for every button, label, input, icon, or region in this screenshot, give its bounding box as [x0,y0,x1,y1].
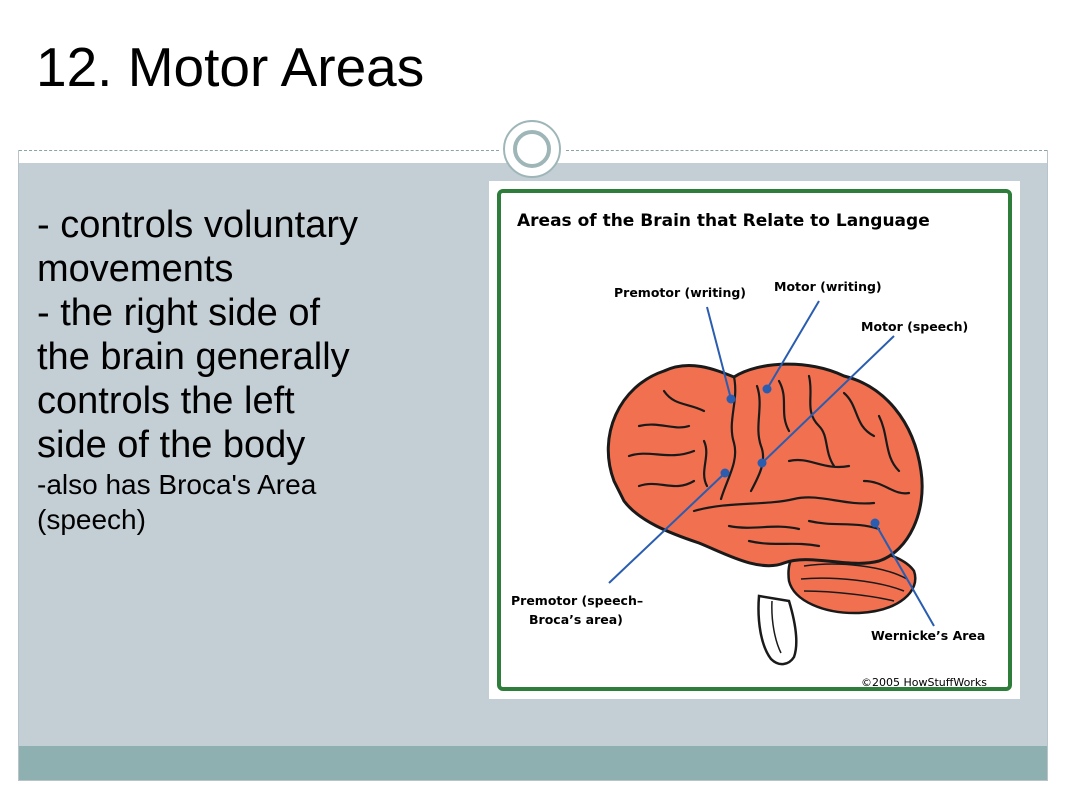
pointer-lines [608,300,935,627]
circle-ornament-inner [513,130,551,168]
body-line: movements [37,248,234,290]
figure-title: Areas of the Brain that Relate to Langua… [517,211,930,231]
label-brocas-area: Broca’s area) [529,612,623,627]
cerebellum-fold [800,577,905,592]
fold [727,524,801,531]
body-line-small: (speech) [37,504,146,535]
fold [877,414,901,473]
fold [637,423,691,429]
body-line: the brain generally [37,336,350,378]
body-line: controls the left [37,380,295,422]
figure-credit: ©2005 HowStuffWorks [861,676,987,689]
body-text: - controls voluntary movements - the rig… [37,203,477,537]
body-line: side of the body [37,424,306,466]
cerebellum-fold [803,563,908,580]
fold [749,384,765,493]
body-line: - controls voluntary [37,204,359,246]
pointer-motor-writing [766,300,820,390]
divider-left [19,150,499,151]
fold [777,379,791,433]
brain-diagram: Areas of the Brain that Relate to Langua… [497,189,1012,691]
pointer-premotor-writing [706,306,732,400]
brain-stem-line [771,600,782,654]
fold [747,539,821,548]
fold [662,389,706,413]
label-motor-writing: Motor (writing) [774,279,882,294]
circle-ornament-icon [503,120,561,178]
divider-right [566,150,1047,151]
pointer-broca [608,472,726,584]
pointer-motor-speech [761,335,895,464]
pointer-dot [757,458,767,468]
fold [787,458,851,469]
brain-stem [757,594,798,666]
label-motor-speech: Motor (speech) [861,319,968,334]
fold [637,479,696,488]
footer-bar [19,746,1047,780]
pointer-dot [720,468,730,478]
central-sulcus [719,375,737,501]
pointer-dot [762,384,772,394]
slide-title: 12. Motor Areas [36,36,425,98]
fold [807,374,836,468]
brain-figure: Areas of the Brain that Relate to Langua… [489,181,1020,699]
pointer-dot [726,394,736,404]
pointer-dot [870,518,880,528]
label-premotor-writing: Premotor (writing) [614,285,746,300]
fold [702,439,709,488]
fold [842,391,876,438]
fold [862,479,911,495]
pointer-wernicke [874,522,935,627]
brain-folds [627,374,911,548]
cerebellum-fold [803,590,895,602]
body-line: - the right side of [37,292,321,334]
label-wernicke: Wernicke’s Area [871,628,985,643]
lateral-sulcus [692,496,876,513]
body-line-small: -also has Broca's Area [37,469,317,500]
fold [807,519,881,531]
label-premotor-speech: Premotor (speech– [511,593,643,608]
fold [627,449,696,458]
